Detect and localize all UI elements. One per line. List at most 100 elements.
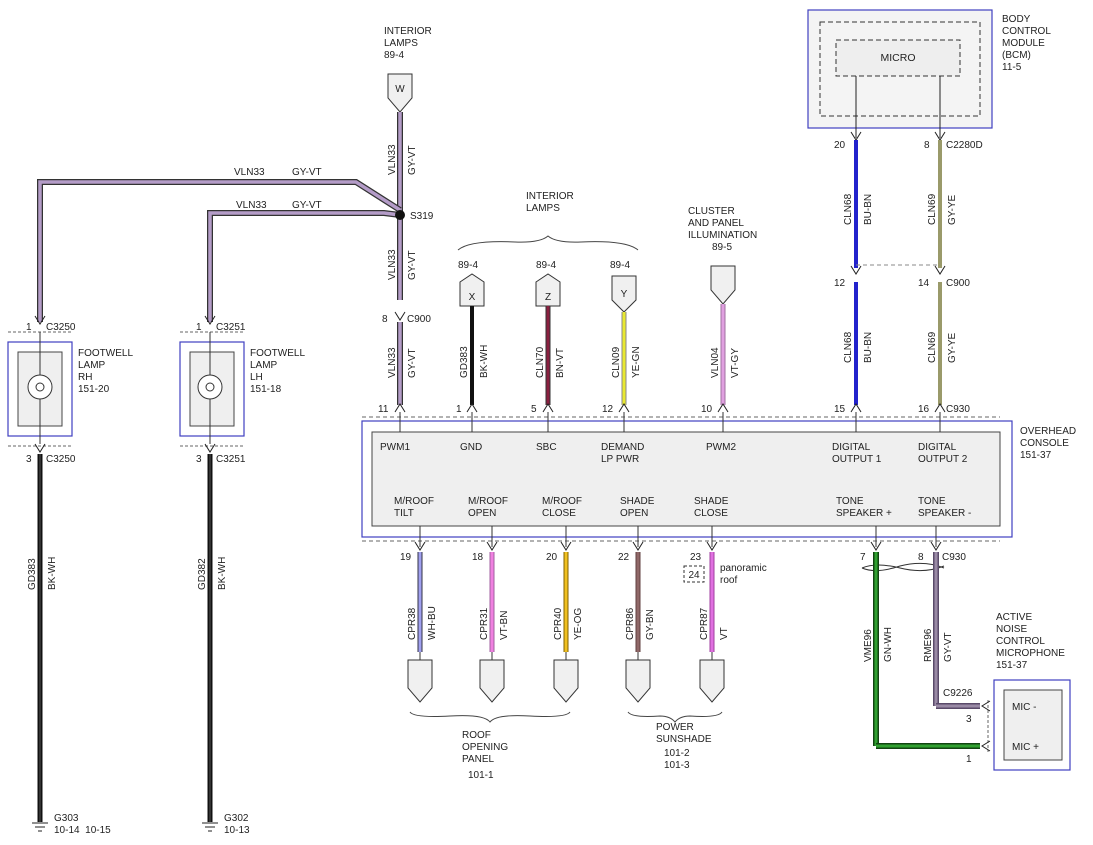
- console-pin-19: 19: [400, 552, 412, 563]
- top-h1-color: GY-VT: [292, 167, 322, 178]
- splice-s319-label: S319: [410, 211, 434, 222]
- console-pin-1: 1: [456, 404, 462, 415]
- bcm-pin-8: 8: [924, 140, 930, 151]
- vln04-color: VT-GY: [730, 348, 741, 378]
- top-h2-color: GY-VT: [292, 200, 322, 211]
- footwell-lh-pin-bot: 3: [196, 454, 202, 465]
- roof-panel-label: ROOF OPENING PANEL 101-1: [462, 730, 511, 781]
- footwell-rh-connector-bot: C3250: [46, 454, 76, 465]
- connector-w-letter: W: [395, 84, 405, 95]
- overhead-console-module: [361, 420, 1013, 538]
- console-label-roof-open: M/ROOF OPEN: [468, 496, 511, 519]
- arrow-y: 89-4 Y: [610, 260, 637, 313]
- vln33-mid-circuit: VLN33: [387, 249, 398, 280]
- cln69-upper-circuit: CLN69: [927, 193, 938, 225]
- c900-left-pin: 8: [382, 314, 388, 325]
- footwell-lh-connector-bot: C3251: [216, 454, 246, 465]
- ground-g303-icon: [32, 822, 48, 832]
- vln33-low-color: GY-VT: [407, 348, 418, 378]
- cluster-label: CLUSTER AND PANEL ILLUMINATION 89-5: [688, 206, 760, 253]
- footwell-lh-module: [179, 332, 245, 444]
- console-pin-5: 5: [531, 404, 537, 415]
- roof-panel-brace: [409, 711, 571, 723]
- cpr40-circuit: CPR40: [553, 607, 564, 640]
- cpr38-circuit: CPR38: [407, 607, 418, 640]
- panoramic-pin-box: [683, 565, 705, 583]
- cln70-color: BN-VT: [555, 348, 566, 378]
- cln09-circuit: CLN09: [611, 346, 622, 378]
- top-h1-circuit: VLN33: [234, 167, 265, 178]
- console-pin-20: 20: [546, 552, 558, 563]
- cln69-lower-color: GY-YE: [947, 332, 958, 363]
- arrow-z: 89-4 Z: [535, 260, 561, 307]
- cpr86-color: GY-BN: [645, 609, 656, 640]
- gd383-rh-circuit: GD383: [27, 558, 38, 590]
- rme96-circuit: RME96: [923, 628, 934, 662]
- anc-mic-module: [993, 679, 1071, 771]
- cpr31-color: VT-BN: [499, 611, 510, 640]
- vln33-top-color: GY-VT: [407, 145, 418, 175]
- gd383-rh-color: BK-WH: [47, 557, 58, 590]
- svg-text:89-4: 89-4: [610, 260, 630, 271]
- twisted-pair-icon: [861, 562, 945, 572]
- ground-g302-icon: [202, 822, 218, 832]
- vln04-circuit: VLN04: [710, 347, 721, 378]
- bcm-title: BODY CONTROL MODULE (BCM) 11-5: [1002, 14, 1053, 73]
- cln09-color: YE-GN: [631, 346, 642, 378]
- vme96-color: GN-WH: [883, 627, 894, 662]
- console-label-shade-open: SHADE OPEN: [620, 496, 657, 519]
- footwell-lh-title: FOOTWELL LAMP LH 151-18: [250, 348, 307, 395]
- cln68-lower-color: BU-BN: [863, 332, 874, 363]
- console-label-shade-close: SHADE CLOSE: [694, 496, 731, 519]
- vme96-circuit: VME96: [863, 629, 874, 662]
- interior-lamps-top-label: INTERIOR LAMPS 89-4: [384, 26, 435, 61]
- console-pin-22: 22: [618, 552, 630, 563]
- console-label-tone-plus: TONE SPEAKER +: [836, 496, 892, 519]
- arrow-x: 89-4 X: [458, 260, 485, 307]
- bottom-arrow-connectors: [407, 652, 725, 703]
- cln69-lower-circuit: CLN69: [927, 331, 938, 363]
- cpr87-color: VT: [719, 627, 730, 640]
- console-pin-11: 11: [378, 404, 389, 415]
- anc-mic-title: ACTIVE NOISE CONTROL MICROPHONE 151-37: [996, 612, 1068, 671]
- bcm-module: MICRO BODY CONTROL MODULE (BCM) 11-5: [807, 9, 1053, 141]
- console-label-demand: DEMAND LP PWR: [601, 442, 647, 465]
- console-pin-16: 16: [918, 404, 930, 415]
- console-pin-12: 12: [602, 404, 614, 415]
- gd382-lh-color: BK-WH: [217, 557, 228, 590]
- console-label-pwm1: PWM1: [380, 442, 410, 453]
- lamp-rh-icon: [27, 374, 53, 400]
- cpr86-circuit: CPR86: [625, 607, 636, 640]
- console-top-pins: [394, 403, 946, 432]
- ground-g302-refs: 10-13: [224, 825, 250, 836]
- overhead-console-title: OVERHEAD CONSOLE 151-37: [1020, 426, 1079, 461]
- c900-left-label: C900: [407, 314, 431, 325]
- cln68-upper-color: BU-BN: [863, 194, 874, 225]
- connector-w-icon: [387, 73, 413, 113]
- interior-lamps-brace: [457, 235, 639, 251]
- svg-text:Z: Z: [545, 292, 551, 303]
- vln33-low-circuit: VLN33: [387, 347, 398, 378]
- cpr87-circuit: CPR87: [699, 607, 710, 640]
- console-pin-18: 18: [472, 552, 484, 563]
- console-label-sbc: SBC: [536, 442, 557, 453]
- gd383-circuit: GD383: [459, 346, 470, 378]
- footwell-rh-module: [7, 332, 73, 444]
- svg-text:89-4: 89-4: [458, 260, 478, 271]
- console-pin-8b: 8: [918, 552, 924, 563]
- console-label-dig2: DIGITAL OUTPUT 2: [918, 442, 968, 465]
- mic-minus-label: MIC -: [1012, 702, 1036, 713]
- sunshade-label: POWER SUNSHADE 101-2 101-3: [656, 722, 714, 771]
- console-label-roof-tilt: M/ROOF TILT: [394, 496, 437, 519]
- console-label-gnd: GND: [460, 442, 482, 453]
- connector-cluster-icon: [710, 265, 736, 305]
- console-label-pwm2: PWM2: [706, 442, 736, 453]
- anc-pin-1: 1: [966, 754, 972, 765]
- bcm-pin-20: 20: [834, 140, 846, 151]
- console-label-roof-close: M/ROOF CLOSE: [542, 496, 585, 519]
- splice-s319-icon: [395, 210, 405, 220]
- panoramic-label: panoramic roof: [720, 563, 769, 586]
- ground-g303-name: G303: [54, 813, 79, 824]
- footwell-rh-connector-top: C3250: [46, 322, 76, 333]
- c900-right-label: C900: [946, 278, 970, 289]
